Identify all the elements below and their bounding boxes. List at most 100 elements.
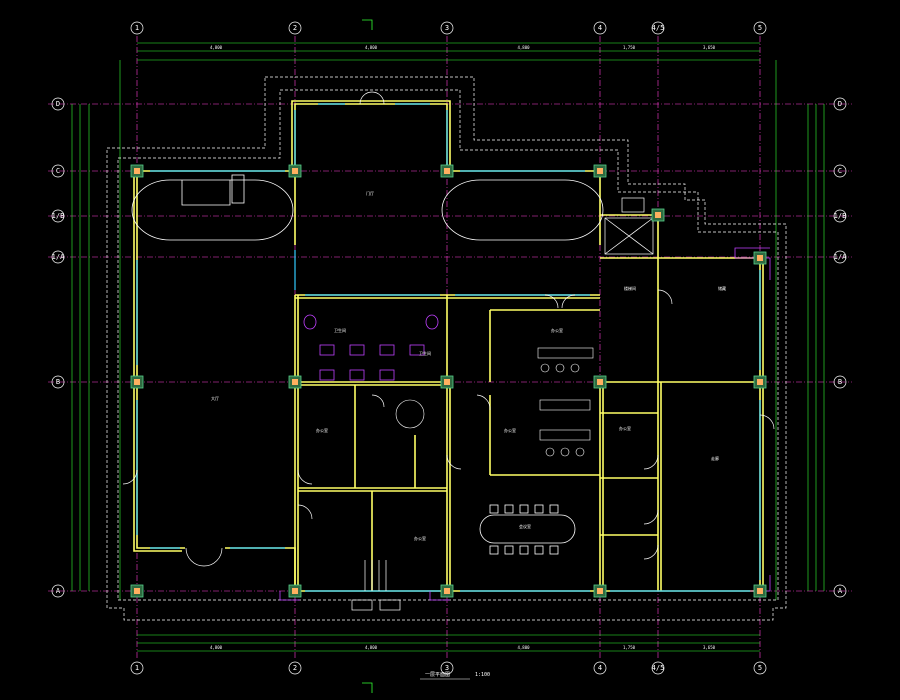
axis-bubble-left-1: C: [51, 164, 65, 178]
column-core-3: [597, 168, 603, 174]
svg-text:C: C: [838, 167, 842, 175]
column-core-4: [655, 212, 661, 218]
svg-text:A: A: [838, 587, 843, 595]
conference-table: [479, 504, 576, 555]
room-label-12: 储藏: [718, 285, 726, 291]
room-label-11: 走廊: [711, 455, 719, 461]
svg-text:4/5: 4/5: [652, 24, 665, 32]
room-label-10: 楼梯间: [624, 285, 636, 291]
svg-text:B: B: [838, 378, 842, 386]
axis-bubble-right-2: 1/B: [833, 209, 847, 223]
svg-text:5: 5: [758, 664, 762, 672]
column-core-5: [134, 379, 140, 385]
dim-top-1: 4,800: [365, 45, 378, 50]
svg-text:D: D: [56, 100, 60, 108]
outer-contour: [106, 76, 787, 621]
dim-bottom-4: 3,650: [703, 645, 716, 650]
axis-bubble-top-5: 5: [753, 21, 767, 35]
svg-text:2: 2: [293, 664, 297, 672]
axis-bubble-left-5: A: [51, 584, 65, 598]
svg-text:B: B: [56, 378, 60, 386]
dim-bottom-0: 4,800: [210, 645, 223, 650]
column-core-11: [134, 588, 140, 594]
svg-text:C: C: [56, 167, 60, 175]
dimension-texts: 4,800 4,800 4,800 1,750 3,650 4,800 4,800 4,800…: [210, 45, 716, 650]
scale: 1:100: [475, 672, 490, 678]
axis-bubble-top-1: 2: [288, 21, 302, 35]
dim-bottom-2: 4,800: [517, 645, 530, 650]
axis-bubble-left-2: 1/B: [51, 209, 65, 223]
room-label-0: 大厅: [211, 395, 219, 401]
axis-bubble-bottom-0: 1: [130, 661, 144, 675]
walls: [133, 100, 764, 594]
column-core-9: [757, 379, 763, 385]
column-core-7: [444, 379, 450, 385]
svg-text:3: 3: [445, 24, 449, 32]
dimension-lines: [71, 42, 825, 652]
office-desks: [395, 347, 594, 457]
column-core-13: [444, 588, 450, 594]
column-core-0: [134, 168, 140, 174]
svg-text:1/A: 1/A: [834, 253, 847, 261]
svg-text:2: 2: [293, 24, 297, 32]
columns: [130, 164, 767, 598]
north-marker: [362, 19, 373, 693]
room-label-7: 办公室: [551, 327, 563, 333]
axis-bubble-left-3: 1/A: [51, 250, 65, 264]
column-core-2: [444, 168, 450, 174]
svg-text:1: 1: [135, 24, 139, 32]
svg-text:A: A: [56, 587, 61, 595]
title: 一层平面图: [425, 672, 450, 678]
room-label-5: 卫生间: [334, 327, 346, 333]
svg-text:3: 3: [445, 664, 449, 672]
room-label-2: 办公室: [316, 427, 328, 433]
axis-bubble-left-0: D: [51, 97, 65, 111]
axis-bubble-top-0: 1: [130, 21, 144, 35]
column-core-15: [757, 588, 763, 594]
room-label-1: 门厅: [366, 190, 374, 196]
axis-bubble-right-4: B: [833, 375, 847, 389]
svg-text:4: 4: [598, 24, 602, 32]
windows: [136, 103, 761, 592]
drawing-title: 一层平面图 1:100: [420, 672, 490, 680]
dim-top-0: 4,800: [210, 45, 223, 50]
axis-bubble-bottom-4: 4/5: [651, 661, 665, 675]
axis-bubble-bottom-2: 3: [440, 661, 454, 675]
dim-bottom-3: 1,750: [623, 645, 636, 650]
axis-bubble-right-0: D: [833, 97, 847, 111]
svg-text:1: 1: [135, 664, 139, 672]
room-label-4: 会议室: [519, 523, 531, 529]
axis-bubble-bottom-1: 2: [288, 661, 302, 675]
stairwell: [351, 197, 654, 611]
dim-bottom-1: 4,800: [365, 645, 378, 650]
axis-bubble-bottom-3: 4: [593, 661, 607, 675]
column-core-1: [292, 168, 298, 174]
column-core-8: [597, 379, 603, 385]
axis-bubble-top-4: 4/5: [651, 21, 665, 35]
column-core-12: [292, 588, 298, 594]
svg-text:1/B: 1/B: [834, 212, 847, 220]
axis-bubble-top-3: 4: [593, 21, 607, 35]
dim-top-4: 3,650: [703, 45, 716, 50]
svg-text:1/A: 1/A: [52, 253, 65, 261]
curved-rooms: [131, 174, 604, 241]
room-label-6: 卫生间: [419, 350, 431, 356]
dim-top-3: 1,750: [623, 45, 636, 50]
room-labels: 大厅门厅办公室办公室会议室卫生间卫生间办公室办公室办公室楼梯间走廊储藏: [211, 190, 726, 541]
svg-text:D: D: [838, 100, 842, 108]
room-label-9: 办公室: [619, 425, 631, 431]
fixtures: [279, 247, 771, 601]
axis-bubble-right-1: C: [833, 164, 847, 178]
doors: [122, 91, 775, 567]
axis-bubble-right-3: 1/A: [833, 250, 847, 264]
dim-top-2: 4,800: [517, 45, 530, 50]
column-core-14: [597, 588, 603, 594]
svg-text:1/B: 1/B: [52, 212, 65, 220]
axis-bubble-left-4: B: [51, 375, 65, 389]
svg-text:5: 5: [758, 24, 762, 32]
axis-bubble-top-2: 3: [440, 21, 454, 35]
column-core-10: [757, 255, 763, 261]
svg-text:4/5: 4/5: [652, 664, 665, 672]
